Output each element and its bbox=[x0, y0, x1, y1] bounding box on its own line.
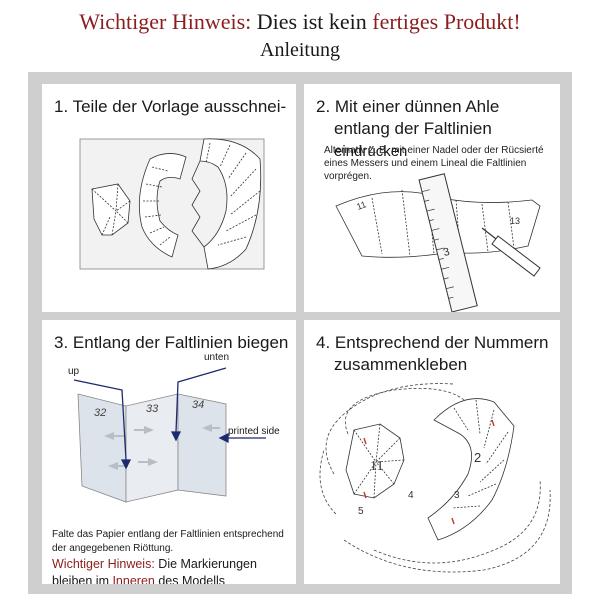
glue-markers bbox=[363, 419, 495, 525]
indicator-arrows bbox=[73, 367, 266, 470]
page-subtitle: Anleitung bbox=[260, 39, 340, 61]
step-2-title-line2a: entlang der Faltlinien bbox=[334, 119, 492, 138]
step-3-warning-text1: Die Markierungen bleiben im bbox=[52, 557, 257, 584]
step-3-title: 3. Entlang der Faltlinien biegen bbox=[54, 333, 289, 352]
folding-illustration: 32 33 34 bbox=[73, 367, 266, 503]
cone-piece bbox=[345, 423, 405, 499]
warning-headline: Wichtiger Hinweis: Dies ist kein fertige… bbox=[0, 8, 600, 36]
step-4-title-line1: 4. Entsprechend der Nummern bbox=[316, 333, 549, 352]
step-3-caption: Falte das Papier entlang der Faltlinien … bbox=[52, 529, 284, 554]
step-3-warning-inneren: Inneren bbox=[112, 574, 155, 584]
cone-number-5: 5 bbox=[358, 506, 364, 517]
label-printed-side: printed side bbox=[228, 426, 280, 437]
middle-arc-piece bbox=[138, 153, 187, 258]
step-2-panel: 2. Mit einer dünnen Ahle entlang der Fal… bbox=[304, 84, 560, 312]
step-2-note: Alternativ z. B. mit einer Nadel oder de… bbox=[324, 145, 544, 182]
step-3-warning-label: Wichtiger Hinweis: bbox=[52, 557, 155, 571]
step-4-panel: 4. Entsprechend der Nummern zusammenkleb… bbox=[304, 320, 560, 584]
strip-number-3: 3 bbox=[454, 490, 460, 501]
step-1-title: 1. Teile der Vorlage ausschnei- bbox=[54, 97, 287, 116]
arc-strip-piece bbox=[427, 398, 515, 541]
warning-text: Dies ist kein bbox=[251, 9, 373, 34]
step-2-title-line1: 2. Mit einer dünnen Ahle bbox=[316, 97, 500, 116]
warning-label: Wichtiger Hinweis: bbox=[79, 9, 252, 34]
warning-product: fertiges Produkt! bbox=[372, 9, 521, 34]
piece-number-13: 13 bbox=[510, 216, 520, 226]
gluing-guide-lines bbox=[319, 383, 551, 573]
label-unten: unten bbox=[204, 352, 230, 363]
awl-tool bbox=[481, 227, 541, 277]
awl-ruler-illustration: 11 13 3 bbox=[335, 173, 541, 312]
folded-paper bbox=[77, 393, 227, 503]
step-3-panel: 3. Entlang der Faltlinien biegen up unte… bbox=[42, 320, 296, 584]
step-3-warning-text2: des Modells bbox=[154, 574, 226, 584]
label-up: up bbox=[68, 366, 80, 377]
ruler: 3 bbox=[418, 173, 478, 312]
fold-direction-arrows bbox=[104, 424, 220, 470]
fold-number-34: 34 bbox=[192, 399, 204, 411]
step-2-title: 2. Mit einer dünnen Ahle entlang der Fal… bbox=[316, 96, 560, 163]
ruler-number: 3 bbox=[442, 246, 451, 259]
piece-number-11: 11 bbox=[355, 199, 367, 212]
step-3-warning: Wichtiger Hinweis: Die Markierungen blei… bbox=[52, 556, 292, 584]
small-cone-piece bbox=[91, 183, 131, 236]
large-arc-piece bbox=[191, 138, 262, 270]
step-1-panel: 1. Teile der Vorlage ausschnei- bbox=[42, 84, 296, 312]
step-2-title-line2b: eindrücken bbox=[334, 143, 408, 160]
cone-number-11: 11 bbox=[370, 459, 383, 474]
cone-number-4: 4 bbox=[408, 490, 414, 501]
step-4-title: 4. Entsprechend der Nummern zusammenkleb… bbox=[316, 332, 548, 376]
fold-number-33: 33 bbox=[146, 403, 159, 415]
step-4-title-line2: zusammenkleben bbox=[334, 355, 468, 374]
template-sheet-illustration bbox=[79, 138, 265, 270]
page-header: Wichtiger Hinweis: Dies ist kein fertige… bbox=[0, 0, 600, 68]
fold-number-32: 32 bbox=[94, 407, 106, 419]
strip-number-2: 2 bbox=[474, 450, 481, 465]
gluing-illustration: 11 2 3 4 5 bbox=[319, 383, 551, 573]
